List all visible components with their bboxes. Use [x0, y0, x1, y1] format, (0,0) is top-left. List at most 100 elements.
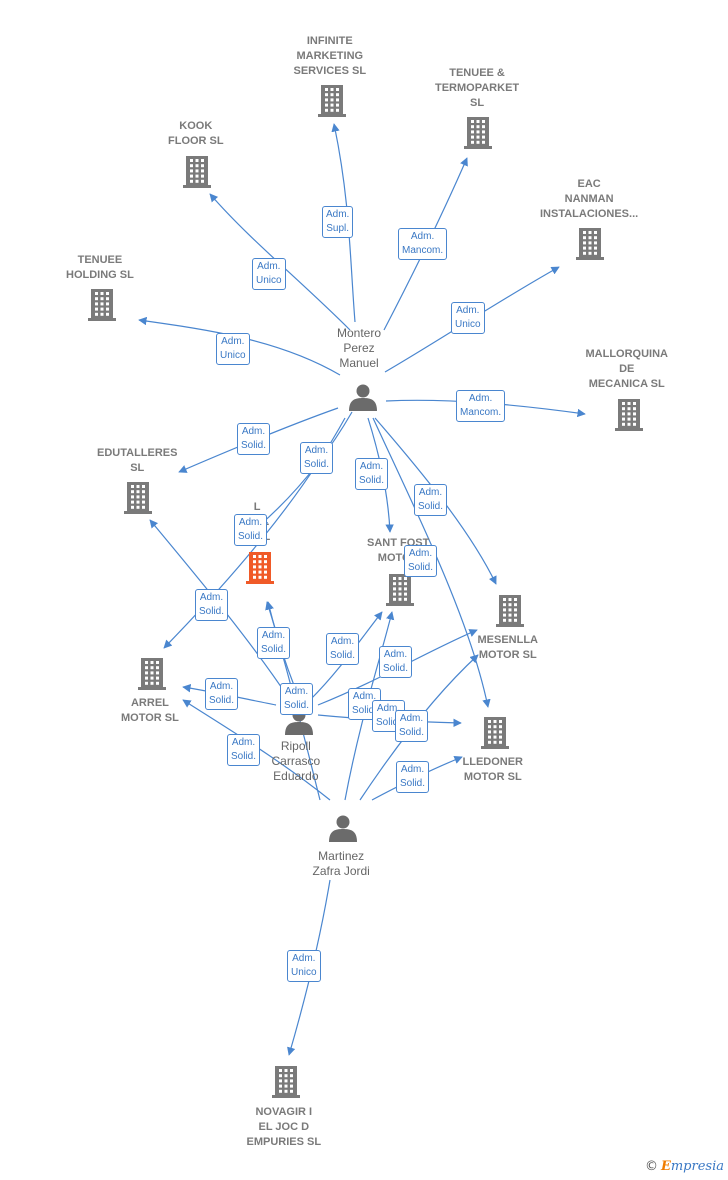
edge-role-badge[interactable]: Adm. Solid.: [379, 646, 413, 678]
building-icon[interactable]: [272, 1066, 300, 1098]
edge-role-line: Adm.: [383, 649, 408, 660]
edge-role-line: Solid.: [408, 562, 434, 573]
edge-role-line: Adm.: [410, 231, 435, 242]
edge-role-line: Unico: [220, 350, 246, 361]
edge-role-badge[interactable]: Adm.Mancom.: [456, 390, 506, 422]
person-name-line: Montero: [337, 326, 382, 340]
edge-role-line: Solid.: [199, 606, 225, 617]
company-name-line: MOTOR SL: [463, 771, 522, 783]
edge-role-line: Solid.: [261, 644, 287, 655]
edge-role-badge[interactable]: Adm.Supl.: [322, 206, 354, 238]
edge-role-badge[interactable]: Adm.Solid.: [300, 442, 334, 474]
edge-role-badge[interactable]: Adm.Solid.: [195, 589, 229, 621]
company-name-line: MOTOR SL: [121, 712, 179, 724]
edge-role-line: Solid.: [241, 440, 267, 451]
building-icon[interactable]: [464, 117, 492, 149]
company-name-line: SL: [130, 462, 145, 474]
company-name-line: DE: [619, 363, 635, 375]
edge-role-line: Solid.: [284, 700, 310, 711]
building-icon[interactable]: [183, 156, 211, 188]
edge-role-badge[interactable]: Adm.Unico: [287, 950, 321, 982]
company-name-line: TENUEE: [77, 254, 123, 266]
edge-role-line: Adm.: [359, 461, 384, 472]
edge-role-line: Unico: [291, 967, 317, 978]
edge-role-badge[interactable]: Adm.Solid.: [227, 734, 261, 766]
company-name-line: NOVAGIR I: [255, 1106, 313, 1118]
edge-role-badge[interactable]: Adm. Solid.: [414, 484, 448, 516]
building-icon[interactable]: [615, 399, 643, 431]
edge-role-line: Solid.: [418, 501, 444, 512]
edge-role-line: Unico: [256, 275, 282, 286]
person-icon[interactable]: [329, 815, 357, 843]
person-name-line: Perez: [343, 341, 375, 355]
building-icon[interactable]: [138, 658, 166, 690]
brand-initial: E: [660, 1159, 671, 1174]
company-name-line: MESENLLA: [477, 634, 539, 646]
edge-role-badge[interactable]: Adm.Solid.: [237, 423, 271, 455]
company-name-line: EMPURIES SL: [246, 1136, 322, 1148]
building-icon[interactable]: [124, 482, 152, 514]
person-name-line: Carrasco: [271, 754, 321, 768]
edge-role-badge[interactable]: Adm.Unico: [451, 302, 485, 334]
building-icon[interactable]: [576, 228, 604, 260]
building-icon[interactable]: [88, 289, 116, 321]
company-name-line: MALLORQUINA: [585, 348, 669, 360]
edge-role-line: Adm.: [238, 517, 263, 528]
building-icon[interactable]: [318, 85, 346, 117]
edge-role-badge[interactable]: Adm.Solid.: [280, 683, 314, 715]
edge-role-badge[interactable]: Adm.Solid.: [205, 678, 239, 710]
edge-role-badge[interactable]: Adm.Solid.: [395, 710, 429, 742]
edge-role-line: Solid.: [383, 663, 409, 674]
copyright-symbol: ©: [644, 1159, 658, 1174]
company-name-line: TERMOPARKET: [435, 82, 520, 94]
edge-role-line: Adm.: [456, 305, 480, 316]
edge-role-line: Adm.: [408, 548, 433, 559]
edge-role-line: Mancom.: [402, 245, 444, 256]
edge-role-badge[interactable]: Adm.Solid.: [326, 633, 360, 665]
building-icon[interactable]: [386, 574, 414, 606]
edge-role-line: Adm.: [261, 630, 286, 641]
edge-role-line: Adm.: [418, 487, 443, 498]
edge-role-badge[interactable]: Adm.Unico: [252, 258, 286, 290]
person-icon[interactable]: [349, 384, 377, 412]
building-icon[interactable]: [481, 717, 509, 749]
edge-role-badge[interactable]: Adm.Solid.: [234, 514, 268, 546]
company-label-termoparket[interactable]: TENUEE & TERMOPARKET SL: [435, 66, 519, 111]
edge-role-badge[interactable]: Adm. Solid.: [404, 545, 438, 577]
edge-role-badge[interactable]: Adm.Solid.: [396, 761, 430, 793]
company-label-lledoner[interactable]: LLEDONER MOTOR SL: [463, 755, 524, 785]
edge-role-line: Supl.: [326, 223, 350, 234]
company-name-line: INSTALACIONES...: [540, 208, 639, 220]
edge-role-line: Solid.: [359, 475, 385, 486]
company-name-line: MECANICA SL: [588, 378, 665, 390]
edge-role-badge[interactable]: Adm. Solid.: [355, 458, 389, 490]
edge-role-line: Solid.: [231, 751, 257, 762]
company-name-line: LLEDONER: [462, 756, 524, 768]
edge-role-line: Adm.: [468, 393, 493, 404]
edge-role-line: Adm.: [221, 336, 245, 347]
company-name-line: MARKETING: [296, 50, 364, 62]
company-name-line: TENUEE &: [449, 67, 505, 79]
edge-role-badge[interactable]: Adm. Solid.: [257, 627, 291, 659]
company-name-line: SL: [470, 97, 485, 109]
company-name-line: KOOK: [179, 120, 213, 132]
edge-role-line: Adm.: [400, 764, 425, 775]
edge-montero-to-lledoner: [372, 417, 491, 708]
company-name-line: L: [253, 501, 261, 513]
company-label-mallorquina[interactable]: MALLORQUINA DE MECANICA SL: [586, 347, 669, 392]
building-icon[interactable]: [496, 595, 524, 627]
edge-role-badge[interactable]: Adm. Unico: [216, 333, 250, 365]
building-icon[interactable]: [246, 552, 274, 584]
edge-role-badge[interactable]: Adm. Mancom.: [398, 228, 448, 260]
